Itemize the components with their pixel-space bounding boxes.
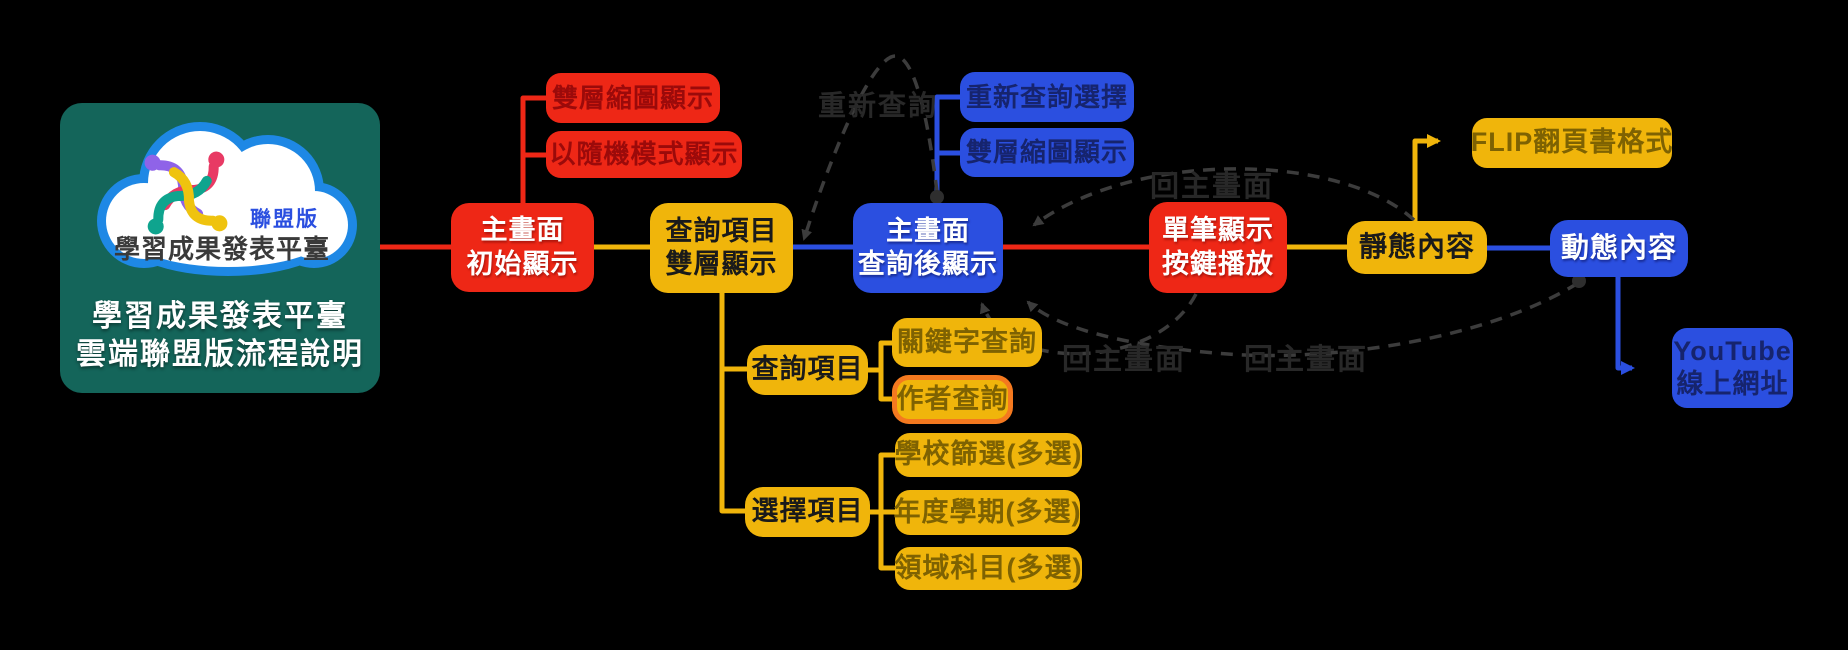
node-static-content: 靜態內容 — [1347, 221, 1487, 274]
panel-title-line1: 學習成果發表平臺 — [92, 300, 348, 333]
node-query-item: 查詢項目 — [747, 345, 868, 395]
node-domain-filter: 領域科目(多選) — [895, 547, 1082, 590]
node-random-mode: 以隨機模式顯示 — [546, 131, 742, 178]
node-select-item: 選擇項目 — [745, 487, 870, 537]
label-return-main-right: 回主畫面 — [1244, 344, 1369, 376]
panel-title-line2: 雲端聯盟版流程說明 — [76, 338, 364, 371]
node-youtube-url: YouTube 線上網址 — [1672, 328, 1793, 408]
node-single-display-play: 單筆顯示 按鍵播放 — [1149, 202, 1287, 293]
edge-main-initial-children — [520, 95, 546, 203]
node-school-filter: 學校篩選(多選) — [895, 433, 1082, 477]
label-return-main-left: 回主畫面 — [1062, 344, 1187, 376]
node-requery-select: 重新查詢選擇 — [960, 72, 1134, 122]
people-circle-icon — [144, 151, 228, 235]
label-requery: 重新查詢 — [818, 90, 939, 121]
cloud-logo: 聯盟版 學習成果發表平臺 — [82, 115, 362, 287]
node-main-after-query: 主畫面 查詢後顯示 — [853, 203, 1003, 293]
edge-static-to-flip-arrow — [1412, 134, 1441, 221]
cloud-platform-title: 學習成果發表平臺 — [113, 234, 330, 264]
alliance-badge: 聯盟版 — [250, 208, 319, 231]
node-keyword-query: 關鍵字查詢 — [892, 318, 1042, 367]
platform-logo-panel: 聯盟版 學習成果發表平臺 學習成果發表平臺 雲端聯盟版流程說明 — [60, 103, 380, 393]
edge-query-dual-subtree — [719, 293, 747, 514]
node-dual-thumbnail-red: 雙層縮圖顯示 — [546, 73, 720, 123]
node-author-query-highlighted: 作者查詢 — [892, 375, 1013, 424]
edge-dynamic-to-youtube-arrow — [1615, 277, 1635, 375]
node-dynamic-content: 動態內容 — [1550, 220, 1688, 277]
edge-main-after-children — [934, 94, 960, 196]
flow-dot-main-after — [930, 190, 944, 204]
node-dual-thumbnail-blue: 雙層縮圖顯示 — [960, 128, 1134, 177]
node-flip-format: FLIP翻頁書格式 — [1471, 118, 1672, 168]
label-return-main-top: 回主畫面 — [1150, 171, 1275, 203]
node-semester-filter: 年度學期(多選) — [894, 490, 1081, 535]
node-main-initial: 主畫面 初始顯示 — [451, 203, 594, 292]
edge-query-item-children — [868, 340, 892, 402]
edge-select-item-children — [870, 452, 895, 571]
node-query-dual-display: 查詢項目 雙層顯示 — [650, 203, 793, 293]
